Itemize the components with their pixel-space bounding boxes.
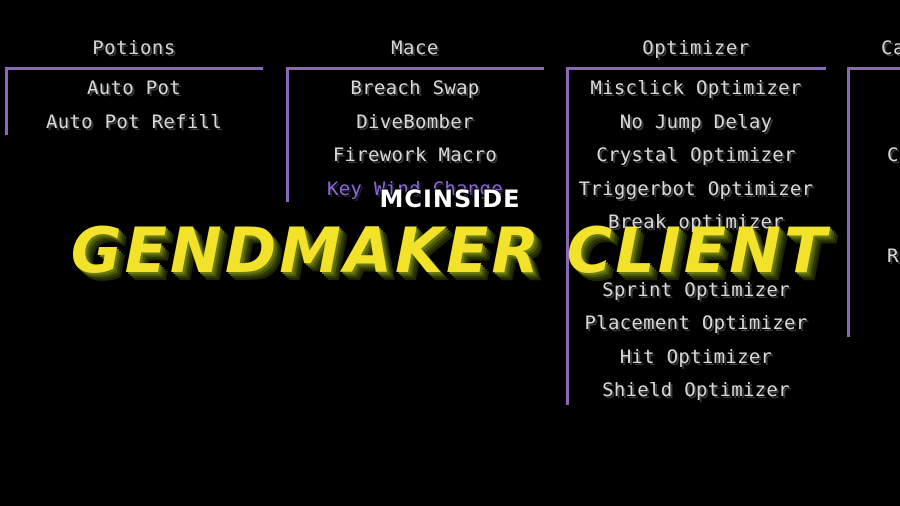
- module-breach-swap[interactable]: Breach Swap: [350, 77, 480, 99]
- module-partial-3[interactable]: C: [887, 144, 899, 167]
- column-title: Mace: [391, 37, 439, 59]
- module-partial-2[interactable]: [847, 106, 900, 140]
- column-side-bar: [5, 67, 8, 135]
- column-header-bar: [847, 67, 900, 70]
- column-header-bar: [5, 67, 263, 70]
- module-triggerbot-optimizer[interactable]: Triggerbot Optimizer: [578, 177, 814, 200]
- column-header-bar: [566, 67, 826, 70]
- watermark-brand: MCINSIDE: [379, 185, 521, 213]
- column-side-bar: [566, 67, 569, 405]
- module-partial-6[interactable]: R: [887, 244, 899, 267]
- module-list: C R: [847, 72, 900, 274]
- column-title: Ca: [881, 37, 900, 59]
- module-firework-macro[interactable]: Firework Macro: [332, 144, 498, 167]
- module-break-optimizer[interactable]: Break optimizer: [607, 211, 785, 234]
- module-list: Breach Swap DiveBomber Firework Macro Ke…: [286, 72, 544, 206]
- column-side-bar: [286, 67, 289, 202]
- module-auto-pot-refill[interactable]: Auto Pot Refill: [45, 110, 223, 133]
- module-key-wind-change[interactable]: Key Wind Change: [326, 177, 504, 200]
- module-shield-optimizer[interactable]: Shield Optimizer: [602, 379, 790, 402]
- module-list: Misclick Optimizer No Jump Delay Crystal…: [566, 72, 826, 408]
- module-sprint-optimizer[interactable]: Sprint Optimizer: [602, 278, 790, 301]
- column-header-bar: [286, 67, 544, 70]
- column-side-bar: [847, 67, 850, 337]
- module-misclick-optimizer[interactable]: Misclick Optimizer: [590, 77, 802, 99]
- column-title: Potions: [92, 37, 176, 59]
- module-divebomber[interactable]: DiveBomber: [356, 110, 474, 133]
- module-no-jump-delay[interactable]: No Jump Delay: [619, 110, 773, 133]
- column-title: Optimizer: [642, 37, 750, 59]
- module-list: Auto Pot Auto Pot Refill: [5, 72, 263, 139]
- overlay-title: GENDMAKER CLIENT: [70, 214, 830, 287]
- module-hit-optimizer[interactable]: Hit Optimizer: [619, 345, 773, 368]
- module-crystal-optimizer[interactable]: Crystal Optimizer: [596, 144, 796, 167]
- module-partial-1[interactable]: [847, 72, 900, 106]
- module-placement-optimizer[interactable]: Placement Optimizer: [584, 312, 808, 335]
- module-auto-pot[interactable]: Auto Pot: [87, 77, 181, 99]
